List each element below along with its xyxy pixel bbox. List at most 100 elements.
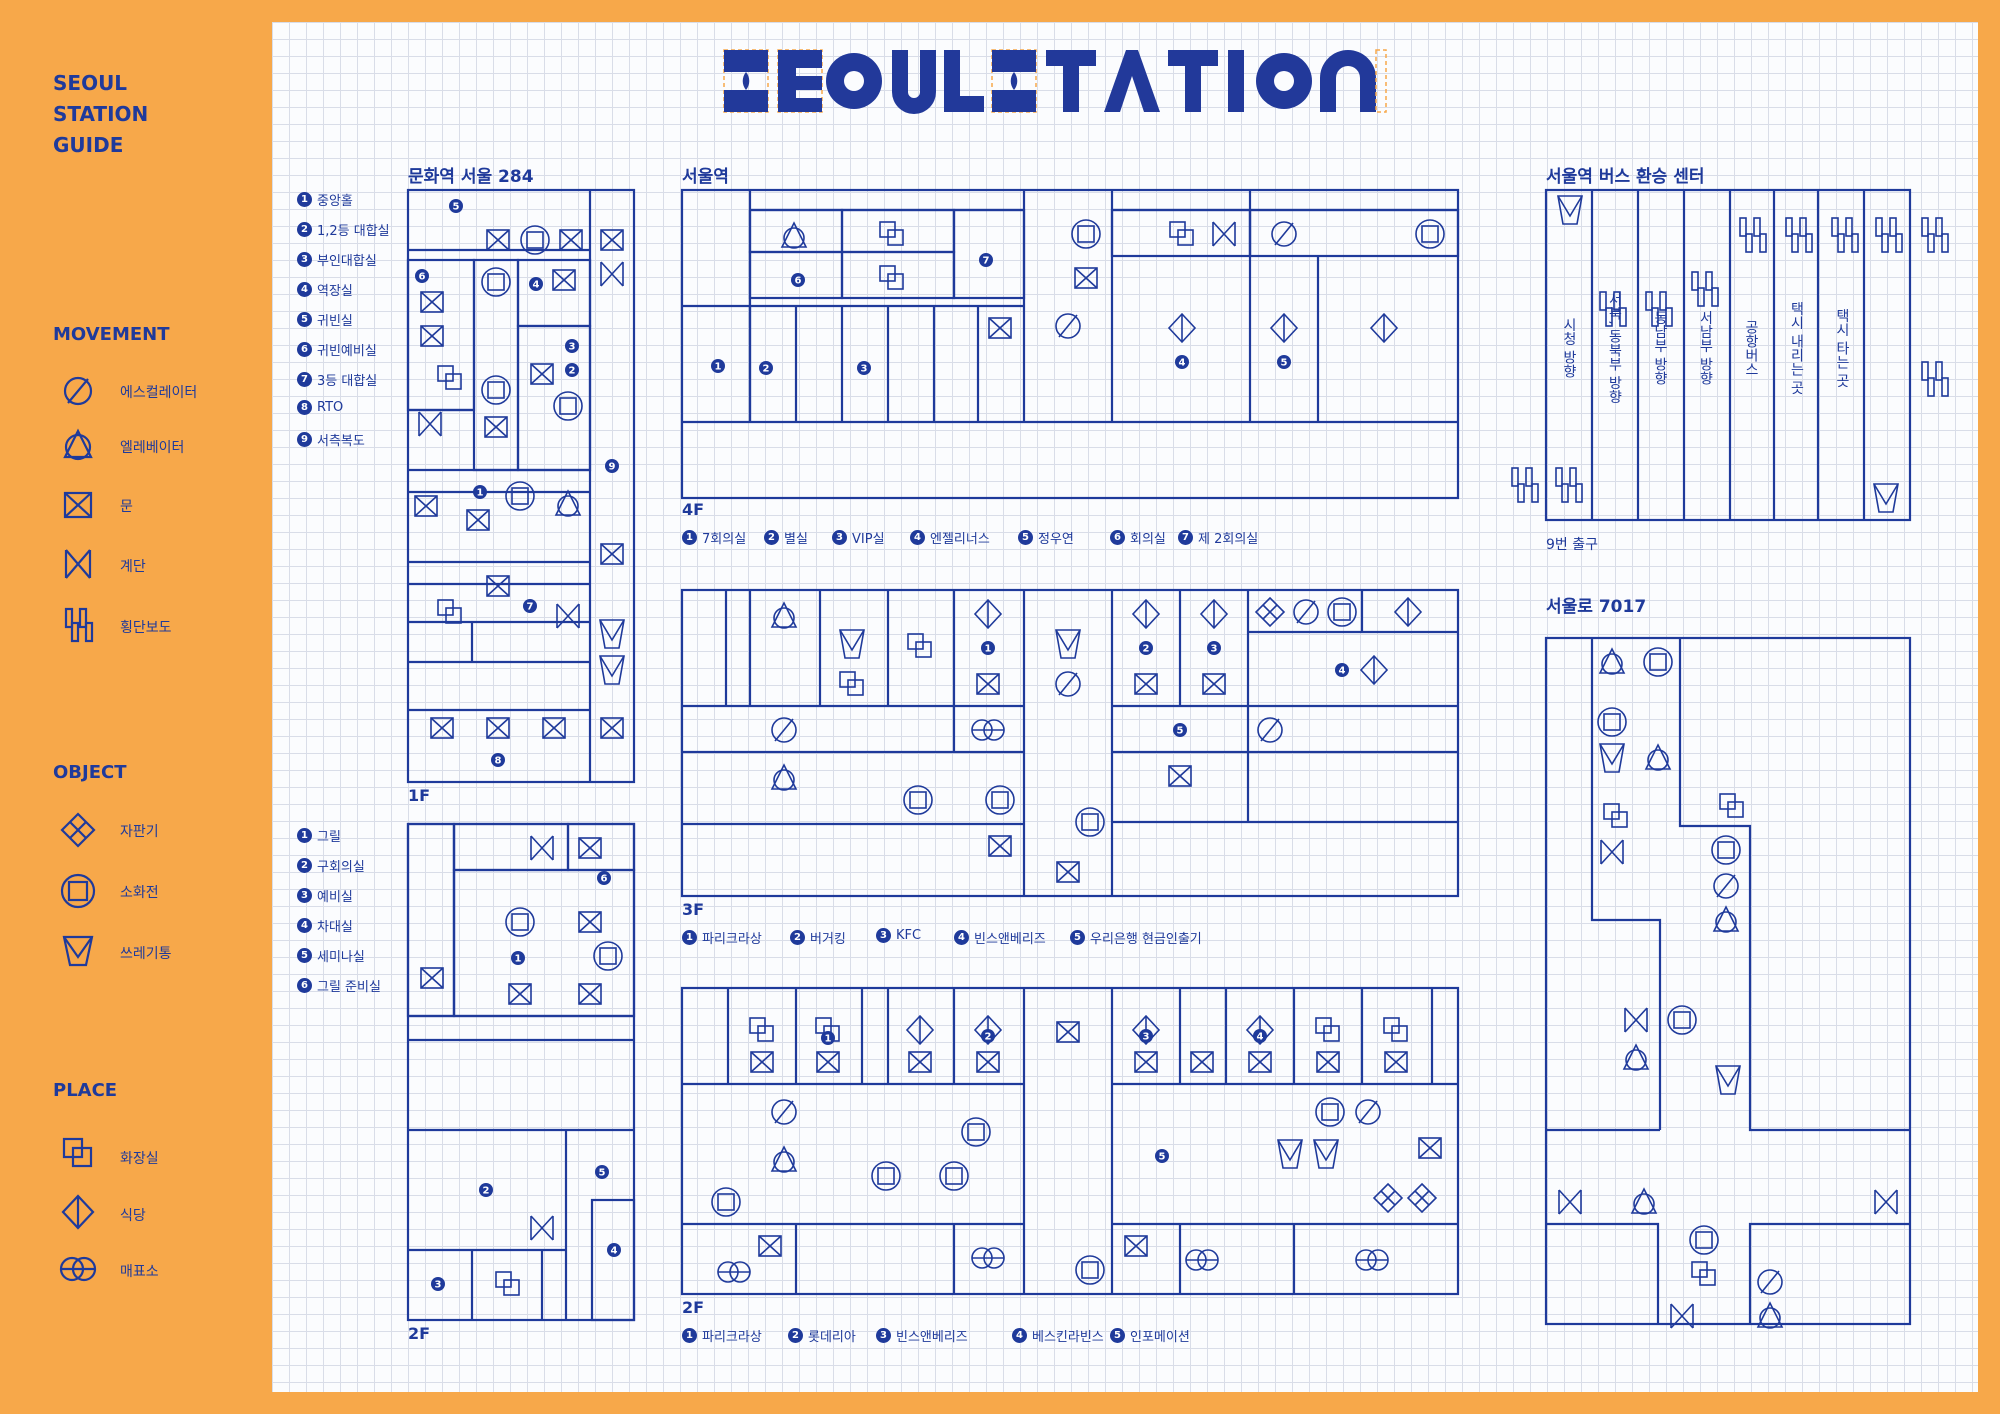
legend-item-label: RTO <box>317 400 344 415</box>
svg-text:2: 2 <box>1143 644 1150 655</box>
legend-label: 소화전 <box>120 885 159 901</box>
legend-label: 문 <box>120 499 133 515</box>
bus-center-title: 서울역 버스 환승 센터 <box>1546 167 1705 187</box>
number-badge: 5 <box>297 948 312 963</box>
location-marker: 2 <box>565 363 579 377</box>
restaurant-icon <box>61 1194 95 1230</box>
restroom-icon <box>62 1137 93 1168</box>
number-badge: 5 <box>1070 930 1085 945</box>
number-badge: 5 <box>297 312 312 327</box>
location-marker: 4 <box>1335 663 1349 677</box>
number-badge: 6 <box>297 342 312 357</box>
number-badge: 3 <box>832 530 847 545</box>
seoul-station-3f-plan <box>680 588 1460 898</box>
legend-item-label: 귀빈예비실 <box>317 344 377 359</box>
location-marker: 1 <box>473 485 487 499</box>
floor-label-3f: 3F <box>682 900 705 919</box>
svg-text:3: 3 <box>435 1280 442 1291</box>
floor-label-1f: 1F <box>408 786 431 805</box>
bus-lane-label: 동남부 방향 <box>1652 310 1668 386</box>
legend-item-label: KFC <box>896 928 922 943</box>
number-badge: 6 <box>1110 530 1125 545</box>
trash-can-icon <box>62 935 94 967</box>
location-marker: 8 <box>491 753 505 767</box>
legend-item: 2 버거킹 <box>790 928 846 947</box>
number-badge: 2 <box>790 930 805 945</box>
location-marker: 6 <box>597 871 611 885</box>
location-marker: 5 <box>1277 355 1291 369</box>
svg-text:4: 4 <box>611 1246 618 1257</box>
svg-text:8: 8 <box>495 756 502 767</box>
legend-item-label: 베스킨라빈스 <box>1032 1330 1104 1345</box>
number-badge: 3 <box>876 928 891 943</box>
legend-item-label: 롯데리아 <box>808 1330 856 1345</box>
legend-item-label: 정우연 <box>1038 532 1074 547</box>
legend-label: 에스컬레이터 <box>120 385 198 401</box>
seoul-station-4f-plan <box>680 188 1460 500</box>
number-badge: 1 <box>297 192 312 207</box>
legend-item-label: 버거킹 <box>810 932 846 947</box>
svg-text:4: 4 <box>1179 358 1186 369</box>
escalator-icon <box>63 376 93 406</box>
legend-item: 5 정우연 <box>1018 528 1074 547</box>
seoul-station-2f-plan <box>680 986 1460 1296</box>
svg-text:2: 2 <box>569 366 576 377</box>
legend-item-label: 귀빈실 <box>317 314 353 329</box>
sidebar: SEOUL STATION GUIDE MOVEMENT 에스컬레이터 엘레베이… <box>0 0 272 1414</box>
legend-item-label: 엔젤리너스 <box>930 532 990 547</box>
legend-item-label: 예비실 <box>317 890 353 905</box>
guide-title-line: SEOUL <box>53 71 128 95</box>
seoullo-title: 서울로 7017 <box>1546 597 1647 617</box>
ticket-office-icon <box>59 1256 97 1282</box>
section-title-movement: MOVEMENT <box>53 324 170 345</box>
number-badge: 5 <box>1018 530 1033 545</box>
svg-text:3: 3 <box>1143 1032 1150 1043</box>
legend-label: 쓰레기통 <box>120 946 172 962</box>
location-marker: 4 <box>607 1243 621 1257</box>
guide-title: SEOUL STATION GUIDE <box>53 68 233 161</box>
number-badge: 4 <box>297 282 312 297</box>
number-badge: 5 <box>1110 1328 1125 1343</box>
bus-lane-label: 시청 방향 <box>1561 317 1577 379</box>
svg-text:6: 6 <box>795 276 802 287</box>
section-title-place: PLACE <box>53 1080 118 1101</box>
location-marker: 4 <box>1253 1029 1267 1043</box>
bus-lane-label: 공항버스 <box>1743 320 1759 376</box>
svg-text:1: 1 <box>715 362 722 373</box>
legend-item-label: 빈스앤베리즈 <box>896 1330 968 1345</box>
location-marker: 4 <box>1175 355 1189 369</box>
seoullo-7017-plan <box>1544 636 1912 1329</box>
legend-item-label: 회의실 <box>1130 532 1166 547</box>
svg-text:3: 3 <box>1211 644 1218 655</box>
number-badge: 3 <box>876 1328 891 1343</box>
number-badge: 4 <box>1012 1328 1027 1343</box>
number-badge: 3 <box>297 888 312 903</box>
legend-item: 3 예비실 <box>297 886 353 905</box>
elevator-icon <box>63 428 93 461</box>
location-marker: 5 <box>1155 1149 1169 1163</box>
legend-item-label: 차대실 <box>317 920 353 935</box>
legend-item-label: 우리은행 현금인출기 <box>1090 932 1202 947</box>
legend-item-label: 서측복도 <box>317 434 365 449</box>
legend-item-label: 부인대합실 <box>317 254 377 269</box>
logotype-seoul-station <box>723 49 1387 114</box>
culture-station-1f-plan <box>406 188 636 784</box>
legend-item-label: 별실 <box>784 532 808 547</box>
svg-text:4: 4 <box>1257 1032 1264 1043</box>
crosswalk-icon <box>64 607 94 643</box>
